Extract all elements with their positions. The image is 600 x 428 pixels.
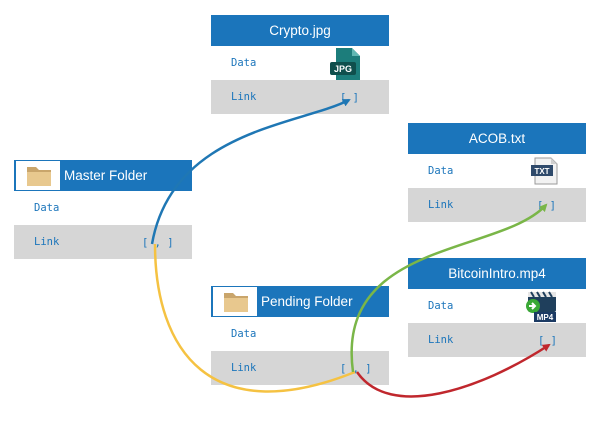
link-row[interactable]: Link [ ] <box>408 323 586 357</box>
data-row: Data <box>211 317 389 351</box>
link-value: [ , ] <box>142 237 174 249</box>
node-pending-folder[interactable]: Pending Folder Data Link [ , ] <box>211 286 389 385</box>
link-label: Link <box>231 91 257 103</box>
link-row[interactable]: Link [ ] <box>408 188 586 222</box>
link-row[interactable]: Link [ ] <box>211 80 389 114</box>
node-header: BitcoinIntro.mp4 <box>408 258 586 289</box>
link-label: Link <box>428 334 454 346</box>
folder-icon <box>213 287 257 316</box>
edge-master-to-pending <box>153 243 356 393</box>
node-title: Pending Folder <box>261 294 353 309</box>
folder-icon <box>16 161 60 190</box>
data-row: Data JPG <box>211 46 389 80</box>
data-label: Data <box>428 165 454 177</box>
node-header: Master Folder <box>14 160 192 191</box>
node-title: BitcoinIntro.mp4 <box>448 266 546 281</box>
node-title: ACOB.txt <box>468 131 526 146</box>
data-label: Data <box>231 328 257 340</box>
link-label: Link <box>231 362 257 374</box>
data-label: Data <box>231 57 257 69</box>
txt-icon-text: TXT <box>534 167 549 176</box>
link-label: Link <box>428 199 454 211</box>
txt-file-icon: TXT <box>531 157 558 185</box>
data-label: Data <box>34 202 60 214</box>
mp4-video-icon: MP4 <box>526 291 556 322</box>
link-value: [ , ] <box>340 363 372 375</box>
data-row: Data MP4 <box>408 289 586 323</box>
data-label: Data <box>428 300 454 312</box>
node-header: Pending Folder <box>211 286 389 317</box>
node-acob-txt[interactable]: ACOB.txt Data TXT Link [ ] <box>408 123 586 222</box>
jpg-icon-text: JPG <box>334 64 352 74</box>
edge-pending-to-bitcoin <box>355 343 551 398</box>
mp4-icon-text: MP4 <box>537 313 554 322</box>
link-row[interactable]: Link [ , ] <box>14 225 192 259</box>
data-row: Data TXT <box>408 154 586 188</box>
link-row[interactable]: Link [ , ] <box>211 351 389 385</box>
node-bitcoin-mp4[interactable]: BitcoinIntro.mp4 Data MP4 Link [ ] <box>408 258 586 357</box>
node-title: Master Folder <box>64 168 148 183</box>
edge-pending-to-acob <box>350 203 548 373</box>
node-header: ACOB.txt <box>408 123 586 154</box>
node-title: Crypto.jpg <box>269 23 331 38</box>
jpg-file-icon: JPG <box>330 48 360 80</box>
link-label: Link <box>34 236 60 248</box>
node-crypto-jpg[interactable]: Crypto.jpg Data JPG Link [ ] <box>211 15 389 114</box>
node-master-folder[interactable]: Master Folder Data Link [ , ] <box>14 160 192 259</box>
node-header: Crypto.jpg <box>211 15 389 46</box>
edge-master-to-crypto <box>150 98 351 245</box>
data-row: Data <box>14 191 192 225</box>
